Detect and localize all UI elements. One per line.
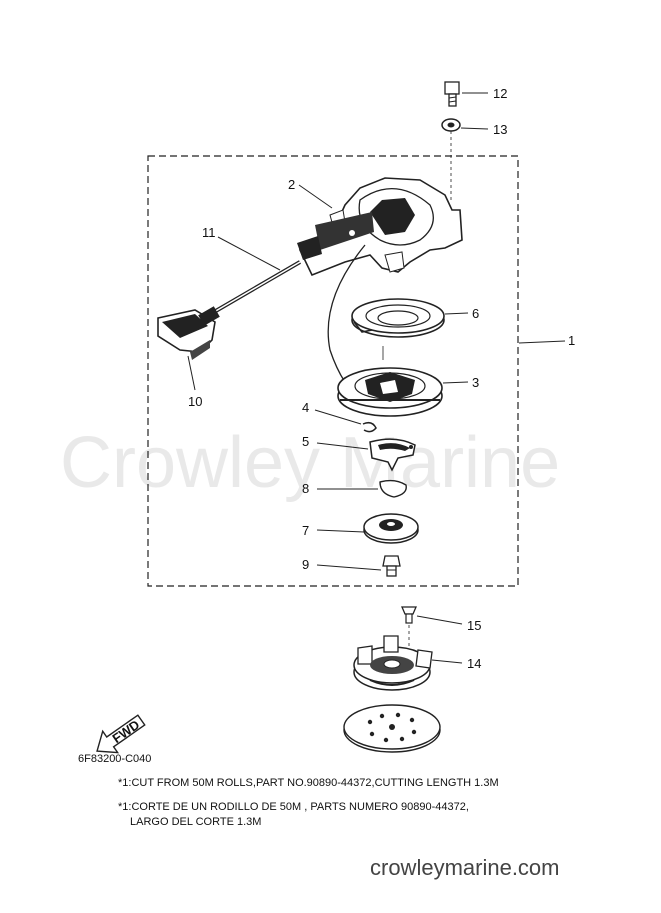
part-15-screw[interactable] [401,606,417,624]
callout-3[interactable]: 3 [472,375,479,390]
callout-5[interactable]: 5 [302,434,309,449]
callout-1[interactable]: 1 [568,333,575,348]
note-english: *1:CUT FROM 50M ROLLS,PART NO.90890-4437… [118,777,499,789]
part-10-starter-handle[interactable] [157,306,220,360]
assembly-boundary [147,155,519,587]
part-5-drive-plate[interactable] [369,438,416,472]
callout-15[interactable]: 15 [467,618,481,633]
part-13-washer[interactable] [441,118,461,132]
callout-2[interactable]: 2 [288,177,295,192]
part-12-bolt[interactable] [444,81,460,107]
watermark: Crowley Marine [60,423,560,503]
part-7-ratchet-plate[interactable] [363,513,419,544]
callout-13[interactable]: 13 [493,122,507,137]
callout-10[interactable]: 10 [188,394,202,409]
callout-14[interactable]: 14 [467,656,481,671]
part-9-screw[interactable] [382,555,401,577]
callout-7[interactable]: 7 [302,523,309,538]
flywheel-reference [343,704,441,753]
part-2-starter-case[interactable] [297,177,463,277]
part-14-starter-pulley[interactable] [353,635,433,691]
callout-4[interactable]: 4 [302,400,309,415]
callout-9[interactable]: 9 [302,557,309,572]
part-6-spiral-spring[interactable] [351,298,445,338]
diagram-code: 6F83200-C040 [78,753,152,765]
callout-12[interactable]: 12 [493,86,507,101]
callout-8[interactable]: 8 [302,481,309,496]
callout-6[interactable]: 6 [472,306,479,321]
note-spanish-line-1: *1:CORTE DE UN RODILLO DE 50M , PARTS NU… [118,801,469,813]
callout-11[interactable]: 11 [202,225,216,240]
part-8-washer[interactable] [379,479,407,498]
part-4-spring[interactable] [362,421,377,433]
part-3-drum-pulley[interactable] [337,367,443,417]
site-url-link[interactable]: crowleymarine.com [370,855,560,880]
note-spanish-line-2: LARGO DEL CORTE 1.3M [130,816,262,828]
